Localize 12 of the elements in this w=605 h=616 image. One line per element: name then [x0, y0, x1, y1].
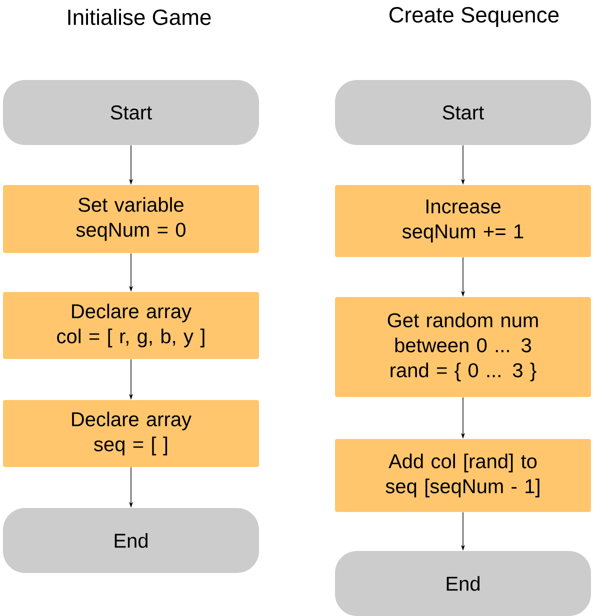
process-box: Increase seqNum += 1 — [335, 185, 591, 257]
terminal-box: End — [335, 551, 591, 616]
process-box: Declare array seq = [ ] — [3, 400, 259, 467]
process-box: Set variable seqNum = 0 — [3, 185, 259, 253]
process-box: Declare array col = [ r, g, b, y ] — [3, 292, 259, 359]
terminal-box: Start — [3, 80, 259, 145]
terminal-box: Start — [335, 80, 591, 145]
terminal-box: End — [3, 508, 259, 573]
column-title: Create Sequence — [390, 7, 559, 27]
column-title: Initialise Game — [68, 8, 211, 26]
process-box: Add col [rand] to seq [seqNum - 1] — [335, 439, 591, 512]
process-box: Get random num between 0 ... 3 rand = { 0 ... 3 } — [335, 297, 591, 397]
